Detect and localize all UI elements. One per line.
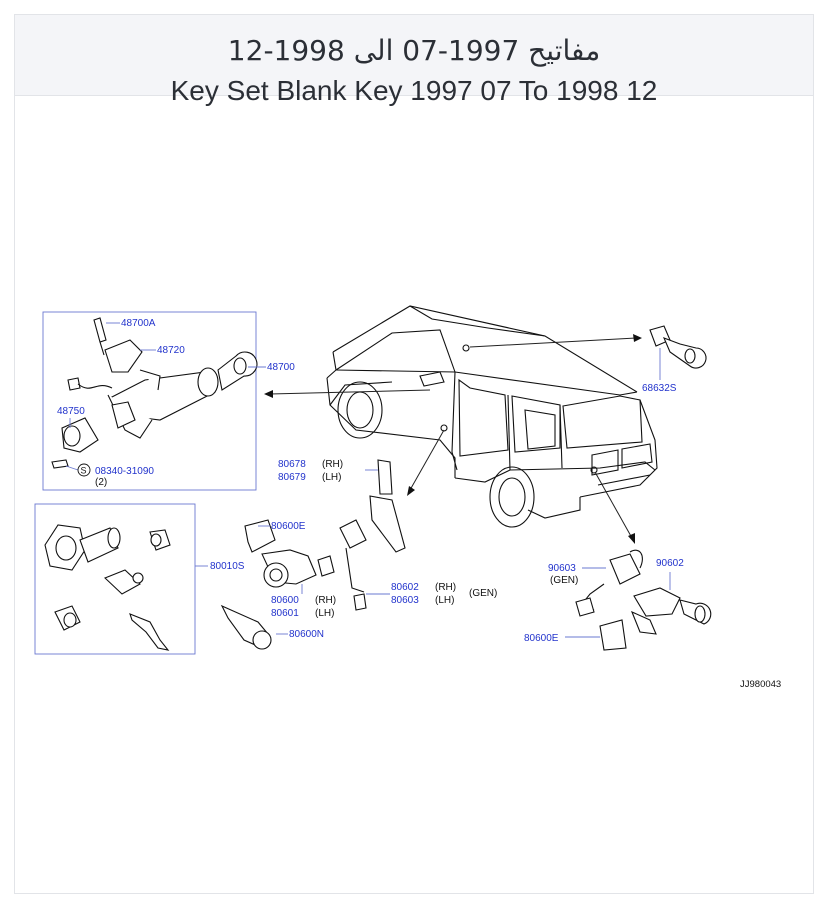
callout-48720: 48720: [157, 345, 185, 356]
note-gen-80602: (GEN): [469, 588, 497, 599]
note-lh-80603: (LH): [435, 595, 454, 606]
callout-90602: 90602: [656, 558, 684, 569]
callout-80679: 80679: [278, 472, 306, 483]
pointer-arrows: [264, 334, 642, 544]
key-set-drawing: [44, 524, 171, 651]
callout-80600E-front: 80600E: [271, 521, 306, 532]
note-lh-80601: (LH): [315, 608, 334, 619]
callout-80600N: 80600N: [289, 629, 324, 640]
callout-80678: 80678: [278, 459, 306, 470]
screw-symbol: [77, 463, 91, 477]
callout-68632S: 68632S: [642, 383, 677, 394]
callout-80010S: 80010S: [210, 561, 245, 572]
callout-80601: 80601: [271, 608, 299, 619]
note-rh-80678: (RH): [322, 459, 343, 470]
actuator-leaders: [365, 469, 390, 595]
callout-90603: 90603: [548, 563, 576, 574]
vehicle-illustration: [326, 305, 658, 528]
callout-80600: 80600: [271, 595, 299, 606]
note-rh-80600: (RH): [315, 595, 336, 606]
callout-80602: 80602: [391, 582, 419, 593]
front-door-lock-drawing: [220, 519, 335, 650]
content-frame: [14, 14, 814, 894]
callout-80600E-rear: 80600E: [524, 633, 559, 644]
callout-80603: 80603: [391, 595, 419, 606]
door-actuator-drawing: [339, 459, 406, 611]
ignition-lock-drawing: [51, 317, 258, 469]
screw-symbol-letter: S: [81, 466, 87, 476]
ignition-lock-box: [42, 311, 257, 491]
note-gen-90603: (GEN): [550, 575, 578, 586]
callout-48700A: 48700A: [121, 318, 156, 329]
note-rh-80602: (RH): [435, 582, 456, 593]
key-set-box: [34, 503, 196, 655]
ignition-lock-leaders: [65, 322, 266, 471]
page-title-arabic: مفاتيح 1997-07 الى 1998-12: [227, 34, 601, 67]
callout-48750: 48750: [57, 406, 85, 417]
glove-box-lock-drawing: [649, 325, 707, 369]
back-door-leaders: [565, 567, 671, 638]
note-lh-80679: (LH): [322, 472, 341, 483]
back-door-lock-drawing: [575, 549, 712, 651]
diagram-code: JJ980043: [740, 679, 781, 690]
page-title-english: Key Set Blank Key 1997 07 To 1998 12: [170, 75, 658, 106]
callout-08340-31090: 08340-31090: [95, 466, 154, 477]
callout-48700: 48700: [267, 362, 295, 373]
page-header: مفاتيح 1997-07 الى 1998-12 Key Set Blank…: [15, 15, 813, 106]
front-door-leaders: [258, 525, 303, 635]
quantity-note: (2): [95, 477, 107, 488]
